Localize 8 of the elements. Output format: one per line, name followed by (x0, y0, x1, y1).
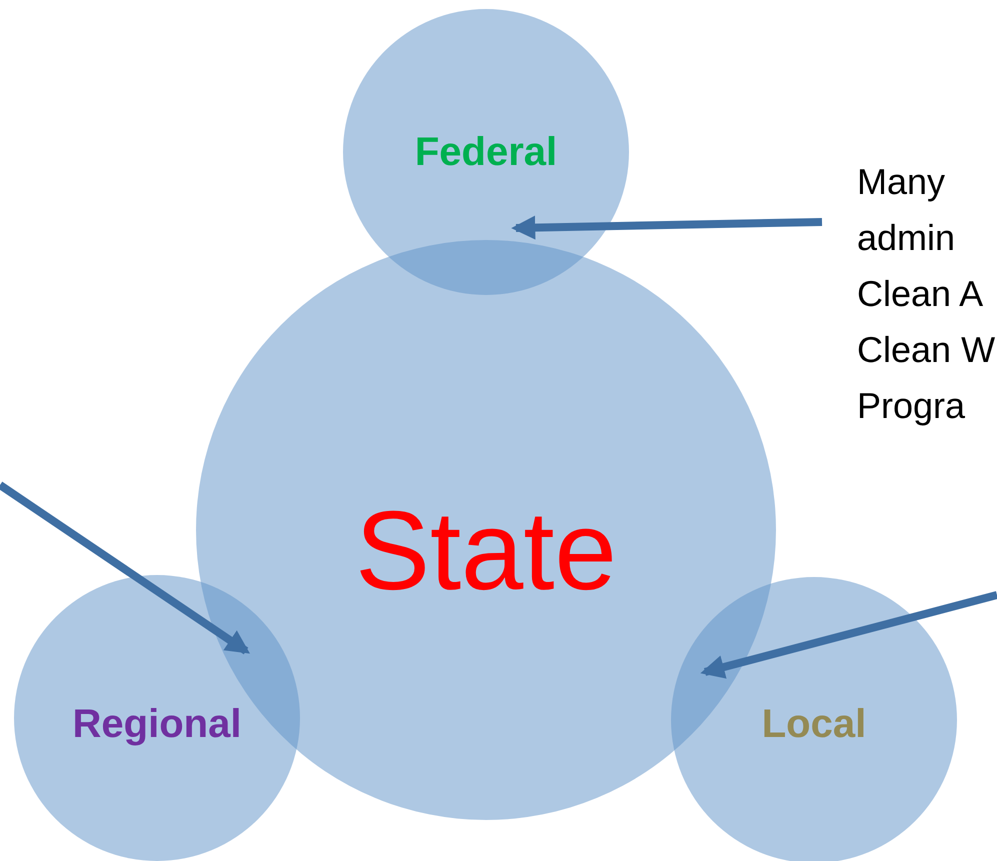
arrow (700, 591, 997, 679)
circle-label: Regional (72, 702, 242, 746)
note-text: Many admin Clean A Clean W Progra (857, 154, 997, 434)
circle-label: State (355, 486, 617, 614)
arrow (0, 482, 250, 654)
circle-label: Federal (414, 130, 558, 174)
circle-label: Local (762, 702, 866, 746)
arrow (511, 216, 822, 240)
